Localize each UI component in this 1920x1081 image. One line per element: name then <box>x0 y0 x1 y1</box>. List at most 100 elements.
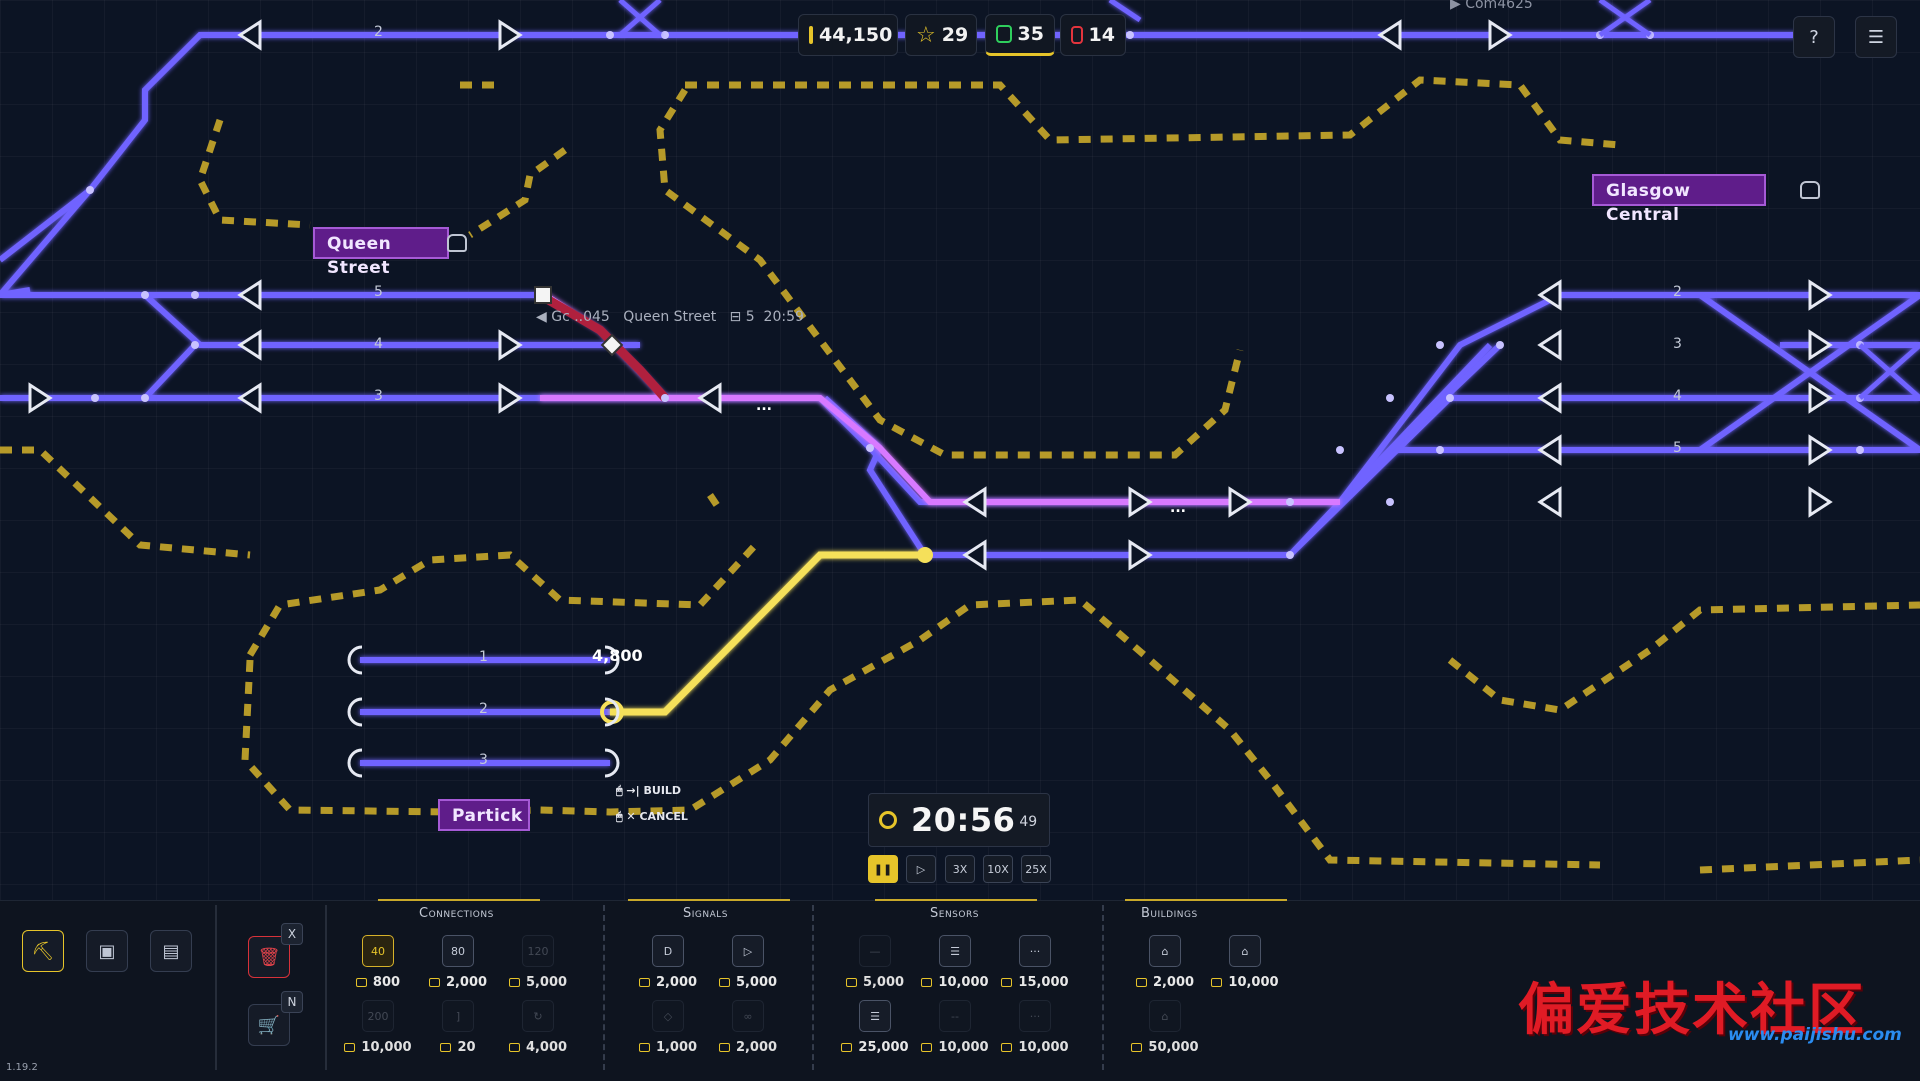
station-partick[interactable]: Partick <box>438 799 530 831</box>
station-building-icon <box>1800 181 1820 199</box>
building-item[interactable]: ⌂10,000 <box>1210 935 1280 995</box>
platform-number: 1 <box>479 649 488 665</box>
signal-item[interactable]: ▷ 5,000 <box>713 935 783 995</box>
coin-icon <box>718 978 730 987</box>
price-value: 10,000 <box>1018 1040 1069 1055</box>
station-building-icon <box>447 234 467 252</box>
item-price: 4,000 <box>503 1040 573 1055</box>
signals[interactable] <box>28 19 1833 571</box>
coin-icon <box>1211 978 1223 987</box>
category-signals: Signals <box>683 906 728 921</box>
sensor-item[interactable]: ☰10,000 <box>920 935 990 995</box>
price-value: 2,000 <box>445 975 488 990</box>
chip-tool-button[interactable]: ▣ <box>86 930 128 972</box>
worker-icon: ⛏ <box>31 940 55 962</box>
coin-icon <box>841 1043 853 1052</box>
item-icon: ⌂ <box>1149 1000 1181 1032</box>
sensor-item[interactable]: ···15,000 <box>1000 935 1070 995</box>
price-value: 5,000 <box>862 975 905 990</box>
chip-icon: ▣ <box>98 940 116 962</box>
coin-icon <box>638 978 650 987</box>
wallet-icon <box>809 26 813 44</box>
price-value: 800 <box>372 975 401 990</box>
item-icon: ☰ <box>939 935 971 967</box>
coin-icon <box>508 978 520 987</box>
help-button[interactable]: ? <box>1793 16 1835 58</box>
item-price: 2,000 <box>423 975 493 990</box>
price-value: 5,000 <box>735 975 778 990</box>
category-underline <box>378 899 540 901</box>
signal-item[interactable]: ◇1,000 <box>633 1000 703 1060</box>
menu-button[interactable]: ☰ <box>1855 16 1897 58</box>
item-icon: 120 <box>522 935 554 967</box>
item-icon: ··· <box>1019 935 1051 967</box>
rail-network[interactable] <box>0 0 1920 900</box>
trains-on-time-counter: 35 <box>985 14 1055 56</box>
connection-item[interactable]: 120 5,000 <box>503 935 573 995</box>
sensor-item[interactable]: ☰ 25,000 <box>840 1000 910 1060</box>
platform-number: 2 <box>479 701 488 717</box>
item-price: 5,000 <box>840 975 910 990</box>
item-price: 5,000 <box>503 975 573 990</box>
price-value: 10,000 <box>361 1040 412 1055</box>
sensor-marker[interactable]: ... <box>1170 500 1186 516</box>
connection-item[interactable]: 200 10,000 <box>343 1000 413 1060</box>
speed-3x-button[interactable]: 3X <box>945 855 975 883</box>
item-icon: ▷ <box>732 935 764 967</box>
item-price: 5,000 <box>713 975 783 990</box>
station-glasgow-central[interactable]: Glasgow Central <box>1592 174 1766 225</box>
building-item[interactable]: ⌂ 50,000 <box>1130 1000 1200 1060</box>
divider <box>1102 905 1104 1070</box>
price-value: 5,000 <box>525 975 568 990</box>
buffer-stops[interactable] <box>347 645 620 778</box>
build-node-end[interactable] <box>917 547 933 563</box>
speed-25x-button[interactable]: 25X <box>1021 855 1051 883</box>
notes-tool-button[interactable]: ▤ <box>150 930 192 972</box>
build-tool-button[interactable]: ⛏ <box>22 930 64 972</box>
watermark-url: www.paijishu.com <box>1728 1025 1902 1045</box>
item-icon: -- <box>939 1000 971 1032</box>
item-icon: ☰ <box>859 1000 891 1032</box>
building-item[interactable]: ⌂2,000 <box>1130 935 1200 995</box>
sensor-item[interactable]: ··· 10,000 <box>1000 1000 1070 1060</box>
item-icon: 200 <box>362 1000 394 1032</box>
star-icon: ☆ <box>916 22 936 48</box>
play-button[interactable]: ▷ <box>906 855 936 883</box>
watermark-logo: 偏爱技术社区 <box>1518 977 1866 1043</box>
connection-item[interactable]: ]20 <box>423 1000 493 1060</box>
item-icon: ⌂ <box>1229 935 1261 967</box>
station-queen-street[interactable]: Queen Street <box>313 227 449 278</box>
cart-icon: 🛒 <box>257 1014 281 1036</box>
hazard-boundaries <box>0 76 1920 874</box>
build-cost-label: 4,800 <box>592 646 643 665</box>
sensor-marker[interactable]: ... <box>756 398 772 414</box>
item-price: 20 <box>423 1040 493 1055</box>
platform-number: 3 <box>374 388 383 404</box>
item-price: 25,000 <box>840 1040 910 1055</box>
sensor-item[interactable]: —5,000 <box>840 935 910 995</box>
sensor-item[interactable]: -- 10,000 <box>920 1000 990 1060</box>
price-value: 2,000 <box>735 1040 778 1055</box>
speed-10x-button[interactable]: 10X <box>983 855 1013 883</box>
item-icon: ··· <box>1019 1000 1051 1032</box>
game-board[interactable] <box>0 0 1920 900</box>
item-price: 50,000 <box>1130 1040 1200 1055</box>
platform-number: 4 <box>1673 388 1682 404</box>
item-price: 1,000 <box>633 1040 703 1055</box>
trash-icon: 🗑 <box>257 946 281 968</box>
price-value: 10,000 <box>938 1040 989 1055</box>
pause-button[interactable]: ❚❚ <box>868 855 898 883</box>
connection-item[interactable]: ↻4,000 <box>503 1000 573 1060</box>
coin-icon <box>921 1043 933 1052</box>
clock-icon <box>879 811 897 829</box>
train[interactable] <box>534 286 669 401</box>
game-clock: 20:56 49 <box>868 793 1050 847</box>
shop-button[interactable]: 🛒 <box>248 1004 290 1046</box>
signal-item[interactable]: ∞2,000 <box>713 1000 783 1060</box>
junctions <box>86 31 1864 559</box>
coin-icon <box>344 1043 356 1052</box>
price-value: 25,000 <box>858 1040 909 1055</box>
